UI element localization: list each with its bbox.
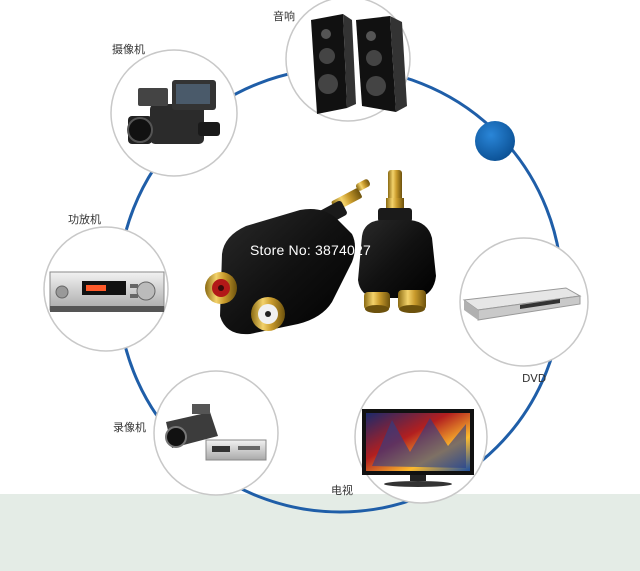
adapter-left [205, 179, 371, 335]
adapter-right [358, 170, 436, 313]
tv-label: 电视 [331, 484, 353, 497]
dvd-player-icon [462, 287, 582, 321]
speaker-pair-icon [311, 14, 407, 114]
amplifier-label: 功放机 [68, 213, 101, 226]
dvd-bubble [459, 237, 589, 367]
camcorder-label: 摄像机 [112, 43, 145, 56]
recorder-bubble [153, 370, 279, 496]
bottom-band [0, 494, 640, 571]
cctv-recorder-icon [165, 404, 267, 461]
dvd-label: DVD [522, 372, 547, 385]
amplifier-bubble [43, 226, 169, 352]
speaker-bubble [285, 0, 411, 122]
speaker-label: 音响 [273, 10, 295, 23]
recorder-label: 录像机 [113, 421, 146, 434]
television-icon [362, 409, 474, 487]
amplifier-icon [49, 271, 165, 312]
tv-bubble [354, 370, 488, 504]
camcorder-icon [127, 80, 220, 144]
camcorder-bubble [110, 49, 238, 177]
store-watermark: Store No: 3874027 [250, 242, 371, 258]
accent-dot [475, 121, 515, 161]
